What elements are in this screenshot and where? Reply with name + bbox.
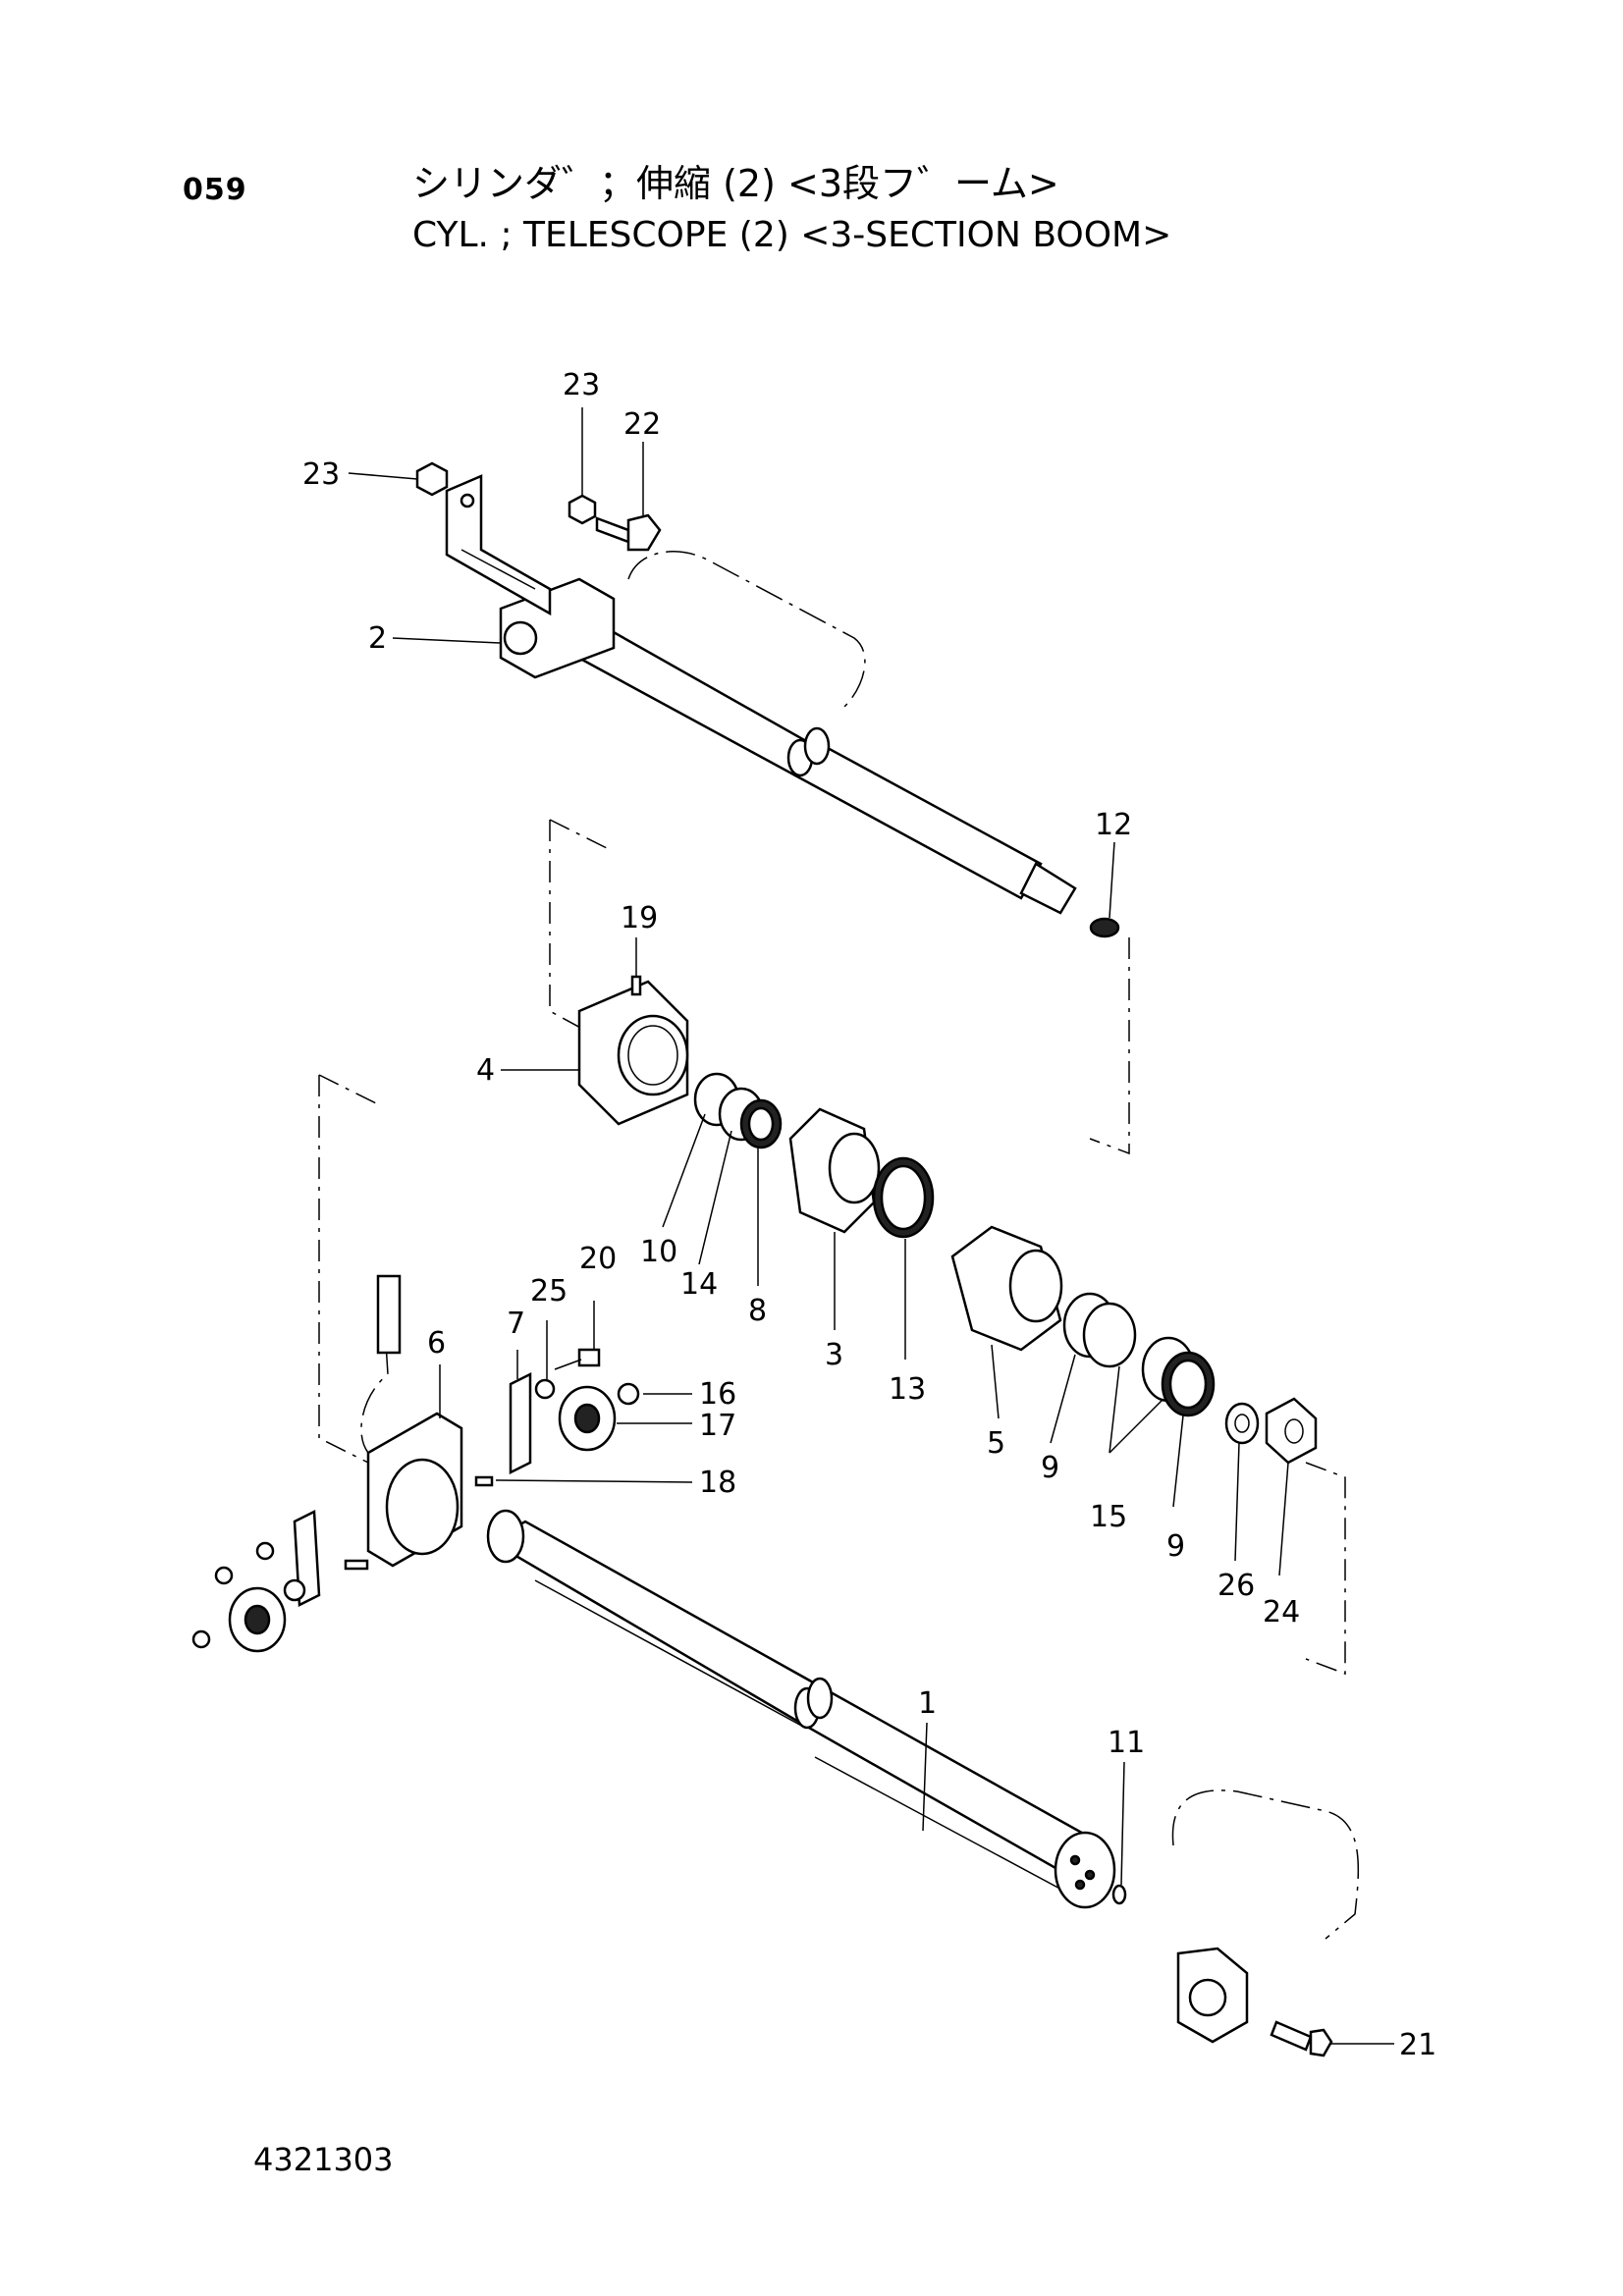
alignment-line-lower — [318, 1075, 369, 1464]
nut-24 — [1265, 1397, 1318, 1465]
nut-23-top — [568, 494, 597, 525]
rod-bracket — [445, 474, 552, 616]
set-screw-19 — [630, 975, 642, 996]
callout-1: 1 — [918, 1686, 937, 1721]
washer-26 — [1224, 1402, 1260, 1445]
callout-21: 21 — [1399, 2028, 1436, 2062]
plate-7 — [509, 1371, 532, 1475]
callout-7: 7 — [507, 1307, 525, 1341]
callout-17: 17 — [699, 1409, 736, 1443]
cylinder-head-bore — [617, 1014, 689, 1096]
callout-14: 14 — [680, 1267, 718, 1302]
callout-26: 26 — [1217, 1569, 1255, 1603]
nut-16 — [617, 1382, 640, 1406]
clevis-outline — [1171, 1789, 1360, 1940]
drawing-number: 4321303 — [253, 2141, 394, 2178]
tube-thread-end — [486, 1509, 525, 1564]
tube-end-cap — [1054, 1831, 1116, 1909]
callout-16: 16 — [699, 1377, 736, 1412]
piston-rod-lower — [793, 739, 1043, 900]
callout-24: 24 — [1263, 1595, 1300, 1629]
callout-13: 13 — [889, 1372, 926, 1407]
cylinder-tube-1 — [488, 1520, 817, 1725]
rod-eye-hole — [503, 620, 538, 656]
callout-19: 19 — [621, 901, 658, 935]
callout-18: 18 — [699, 1466, 736, 1500]
callout-23-top: 23 — [563, 368, 600, 402]
callout-22: 22 — [623, 407, 661, 442]
page-number: 059 — [183, 173, 247, 207]
callout-9-left: 9 — [1041, 1451, 1059, 1485]
washer-25 — [534, 1378, 556, 1400]
bracket-hole — [460, 493, 475, 508]
bolt-22 — [595, 516, 630, 544]
side-nut — [283, 1578, 306, 1602]
rod-eye-block — [499, 577, 616, 679]
rod-assembly — [415, 461, 1120, 938]
band-bore — [385, 1458, 460, 1556]
page-title-english: CYL. ; TELESCOPE (2) <3-SECTION BOOM> — [412, 215, 1172, 255]
page-title-japanese: シリンダ゛；伸縮 (2) <3段フ゛ーム> — [412, 162, 1059, 205]
cylinder-tube-assembly — [191, 1274, 1360, 2057]
boom-section-outline — [627, 551, 866, 708]
side-pin — [344, 1559, 369, 1571]
callout-12: 12 — [1095, 808, 1132, 842]
leader-lines — [348, 407, 1394, 2045]
callout-25: 25 — [530, 1274, 568, 1308]
callout-6: 6 — [427, 1326, 446, 1361]
callout-11: 11 — [1108, 1726, 1145, 1760]
callout-15: 15 — [1090, 1500, 1127, 1534]
o-ring-12 — [1089, 917, 1120, 938]
side-bolt — [214, 1566, 234, 1585]
nut-23-left — [415, 461, 449, 497]
side-washer — [255, 1541, 275, 1561]
callout-23-left: 23 — [302, 457, 340, 492]
piston-seal-group — [577, 975, 1318, 1465]
callout-4: 4 — [476, 1053, 495, 1088]
bolt-20 — [577, 1348, 601, 1367]
callout-8: 8 — [748, 1294, 767, 1328]
rod-break-right — [803, 726, 831, 766]
clevis-hole — [1188, 1978, 1227, 2017]
o-ring-11 — [1111, 1884, 1127, 1905]
bolt-21 — [1270, 2020, 1313, 2052]
callout-numbers: 23 23 22 2 12 19 4 10 14 8 3 13 20 25 6 … — [302, 368, 1436, 2062]
callout-5: 5 — [987, 1426, 1005, 1461]
callout-10: 10 — [640, 1235, 677, 1269]
callout-9-right: 9 — [1166, 1529, 1185, 1564]
callout-20: 20 — [579, 1242, 617, 1276]
pin-18 — [474, 1475, 494, 1487]
rod-threaded-end — [1019, 862, 1077, 915]
callout-3: 3 — [825, 1338, 843, 1372]
side-nut-lower — [191, 1629, 211, 1649]
callout-2: 2 — [368, 621, 387, 656]
pin-top — [376, 1274, 402, 1355]
